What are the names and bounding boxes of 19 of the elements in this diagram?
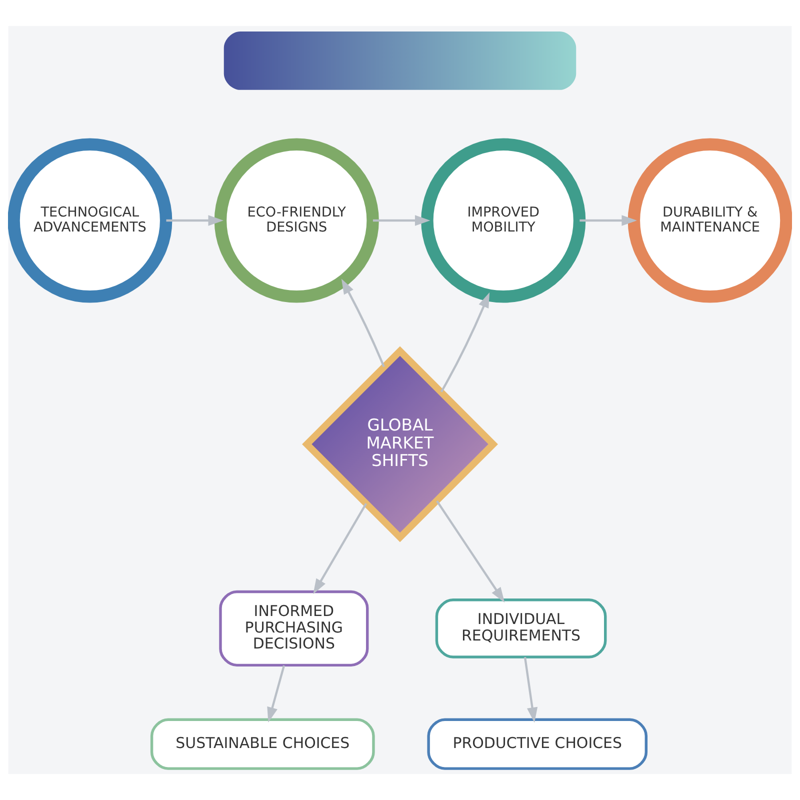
- arrow: [372, 215, 430, 226]
- arrow: [580, 215, 637, 226]
- node-circle: TECHNOGICAL ADVANCEMENTS: [8, 138, 172, 303]
- node-box: PRODUCTIVE CHOICES: [427, 718, 648, 770]
- arrow: [341, 278, 385, 368]
- arrow: [166, 215, 224, 226]
- arrow: [267, 665, 286, 722]
- node-circle: IMPROVED MOBILITY: [421, 138, 586, 303]
- node-circle: DURABILITY & MAINTENANCE: [628, 138, 792, 303]
- node-bar: [224, 31, 576, 90]
- node-box: INDIVIDUAL REQUIREMENTS: [435, 598, 607, 658]
- node-circle: ECO-FRIENDLY DESIGNS: [214, 138, 379, 303]
- node-box: SUSTAINABLE CHOICES: [150, 718, 375, 770]
- node-box: INFORMED PURCHASING DECISIONS: [219, 590, 369, 667]
- arrow: [440, 292, 490, 392]
- arrow: [524, 657, 538, 723]
- node-diamond: GLOBAL MARKET SHIFTS: [302, 346, 498, 542]
- arrow: [313, 502, 368, 594]
- arrow: [436, 500, 505, 603]
